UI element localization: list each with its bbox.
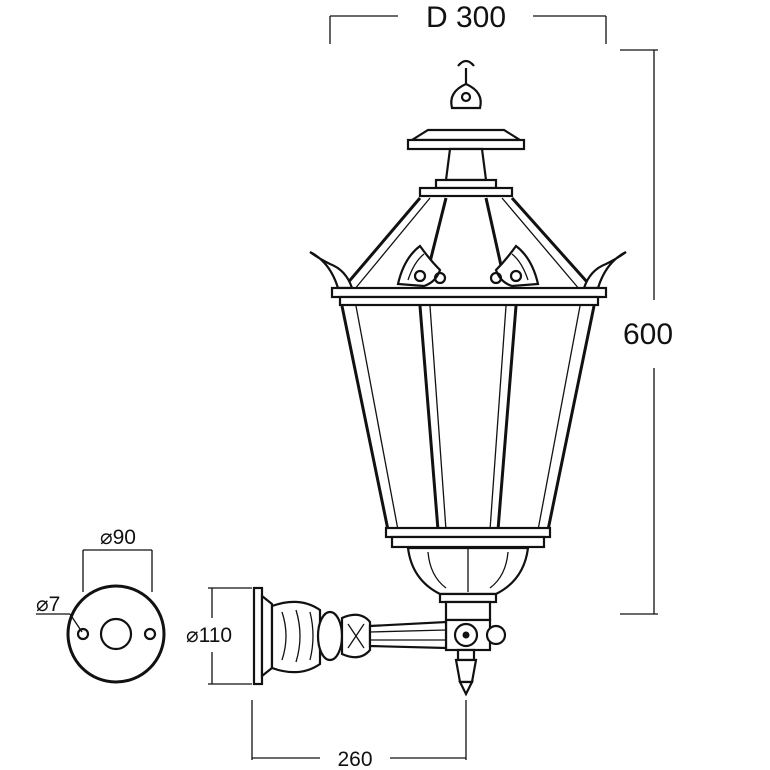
dimension-label-height: 600 xyxy=(623,318,673,351)
dimension-top-width: D 300 xyxy=(329,1,607,44)
lantern-body xyxy=(309,59,627,697)
dimension-hole: ⌀7 xyxy=(36,593,83,633)
dimension-label-diameter-top: D 300 xyxy=(426,1,506,34)
dimension-arm-length: 260 xyxy=(251,700,467,770)
wall-bracket-arm xyxy=(252,586,448,686)
dimension-height: 600 xyxy=(620,49,673,615)
base-plate-front-view xyxy=(66,584,166,684)
dimension-bracket: ⌀110 xyxy=(186,587,252,685)
dimension-label-arm-length: 260 xyxy=(337,748,372,770)
dimension-label-hole: ⌀7 xyxy=(36,593,60,616)
dimension-label-bracket: ⌀110 xyxy=(186,624,232,647)
dimension-base-plate: ⌀90 xyxy=(82,526,153,592)
dimension-label-base-plate: ⌀90 xyxy=(100,526,136,549)
